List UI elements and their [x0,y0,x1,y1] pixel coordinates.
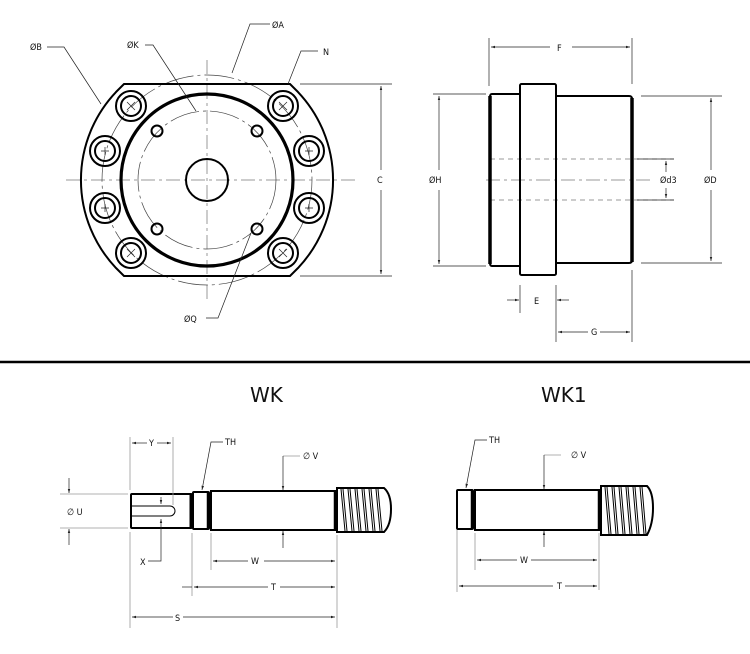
flange-section [519,83,557,276]
label-w: W [520,556,528,566]
collar-th [192,491,210,530]
label-c: C [377,176,383,186]
hole-q [250,124,264,138]
label-phi-a: ØA [272,20,284,31]
leader-a [231,23,270,74]
pcd-circle-a [101,74,313,286]
keyway-slot [132,505,176,517]
label-t: T [556,582,562,592]
label-phi-d3: Ød3 [660,175,677,186]
flange-outline [80,83,334,277]
hole-q [150,124,164,138]
bolt-holes [89,90,325,269]
pcd-circle-k [137,110,277,250]
wk-title: WK [250,383,284,407]
hole-q [150,222,164,236]
label-phi-d: ØD [704,175,717,186]
label-phi-q: ØQ [184,314,197,325]
label-phi-h: ØH [429,175,441,186]
label-phi-u: ∅ U [67,508,83,518]
label-t: T [270,583,276,593]
label-phi-k: ØK [127,40,139,51]
wk-shaft-view: WK Y ∅ U X TH [60,383,393,628]
hole-q [250,222,264,236]
label-s: S [175,614,180,624]
wk1-title: WK1 [541,383,587,407]
label-w: W [251,557,259,567]
side-view: F ØH Ød3 ØD E G [429,38,722,342]
label-x: X [140,558,146,568]
label-y: Y [148,439,154,449]
label-n: N [323,48,329,58]
label-phi-v: ∅ V [303,452,319,462]
leader-q [206,232,252,319]
leader-b [47,46,102,105]
collar-th [456,489,474,530]
shaft-journal-u [130,493,193,529]
leader-k [145,44,197,112]
label-th: TH [488,436,500,446]
shaft-v [474,489,600,531]
label-th: TH [224,438,236,448]
label-g: G [591,328,597,338]
leader-n [287,50,318,85]
thread [336,487,393,533]
front-view: ØB ØK ØA N ØQ C [30,20,392,325]
flange-body-circle [119,92,295,268]
shaft-v [210,490,336,531]
label-phi-b: ØB [30,42,42,53]
center-bore [185,158,229,202]
wk1-shaft-view: WK1 TH ∅ V W T [456,383,655,592]
label-phi-v: ∅ V [571,451,587,461]
label-e: E [534,297,539,307]
label-f: F [557,44,562,54]
thread [600,485,655,536]
